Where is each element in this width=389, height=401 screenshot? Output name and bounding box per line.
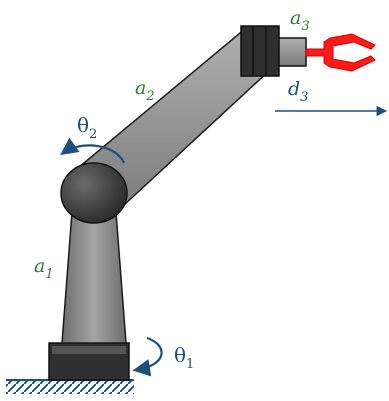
prismatic-link-a3 [278,37,307,67]
wrist-block [240,25,280,77]
label-a2: a2 [135,77,155,104]
link-a1 [61,211,127,344]
base-block-highlight [52,346,126,354]
label-d3: d3 [288,78,308,105]
label-theta1: θ1 [174,343,194,372]
elbow-joint [60,162,128,224]
theta2-rotation-arrow [60,137,126,164]
label-theta2: θ2 [77,113,97,142]
theta1-rotation-arrow [132,336,163,377]
label-a1: a1 [34,255,54,282]
label-a3: a3 [290,7,310,34]
ground-hatch [6,380,134,394]
gripper [305,33,376,72]
